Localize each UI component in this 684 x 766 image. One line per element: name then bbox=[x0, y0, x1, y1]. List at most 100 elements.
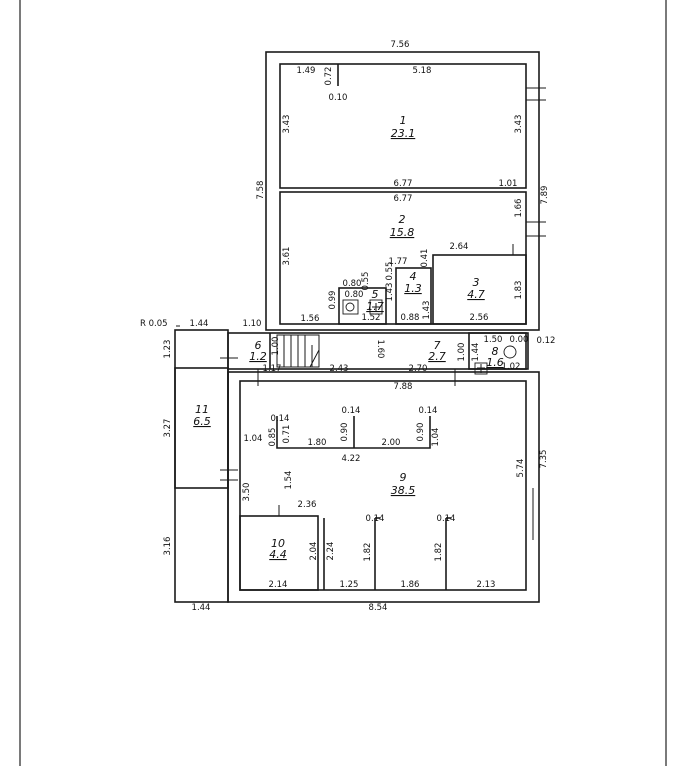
room-5-number: 5 bbox=[372, 288, 379, 301]
dim-label: 1.44 bbox=[190, 319, 209, 329]
dim-label: 0.80 bbox=[343, 279, 362, 289]
dim-left-height: 7.58 bbox=[256, 181, 266, 200]
lower-block bbox=[174, 325, 540, 603]
room-8-number: 8 bbox=[492, 345, 499, 358]
dim-label: 4.22 bbox=[342, 454, 361, 464]
dim-label: 0.90 bbox=[340, 423, 350, 442]
dim-label: 1.43 bbox=[385, 283, 395, 302]
room-11-inner bbox=[174, 367, 229, 489]
dim-label: 0.14 bbox=[342, 406, 361, 416]
dim-label: 0.71 bbox=[282, 425, 292, 444]
dim-label: 3.16 bbox=[163, 537, 173, 556]
dim-label: 0.14 bbox=[437, 514, 456, 524]
dim-label: 1.66 bbox=[514, 199, 524, 218]
room-9-area: 38.5 bbox=[391, 484, 416, 497]
dim-label: 6.77 bbox=[394, 194, 413, 204]
dim-label: 6.77 bbox=[394, 179, 413, 189]
dim-label: 0.14 bbox=[366, 514, 385, 524]
room-3-outline bbox=[432, 254, 527, 325]
dim-label: 2.24 bbox=[326, 542, 336, 561]
upper-block bbox=[265, 51, 546, 331]
dim-label: 0.14 bbox=[419, 406, 438, 416]
dim-label: 0.55 bbox=[385, 262, 395, 281]
dim-label: 1.49 bbox=[297, 66, 316, 76]
room-labels: 1 23.1 2 15.8 3 4.7 4 1.3 5 1.7 6 1.2 7 … bbox=[193, 114, 504, 561]
room-6-number: 6 bbox=[255, 339, 262, 352]
toilet-bowl-5 bbox=[345, 302, 355, 312]
dim-label: 1.43 bbox=[422, 301, 432, 320]
toilet-fixture-5 bbox=[342, 299, 359, 315]
dim-label: 2.36 bbox=[298, 500, 317, 510]
room-8-area: 1.6 bbox=[486, 356, 504, 369]
dim-label: 5.74 bbox=[516, 459, 526, 478]
dim-label: 0.41 bbox=[420, 249, 430, 268]
dim-label: 1.00 bbox=[457, 343, 467, 362]
room-5-area: 1.7 bbox=[366, 300, 384, 313]
dim-label: 2.70 bbox=[409, 364, 428, 374]
dim-label: 1.17 bbox=[263, 364, 282, 374]
dim-label: 1.23 bbox=[163, 340, 173, 359]
room-3-number: 3 bbox=[473, 276, 480, 289]
dim-label: 1.52 bbox=[362, 313, 381, 323]
dim-label: 0.14 bbox=[271, 414, 290, 424]
room-1-area: 23.1 bbox=[391, 127, 416, 140]
room-9-number: 9 bbox=[400, 471, 407, 484]
dim-label: 0.90 bbox=[416, 423, 426, 442]
room-7-number: 7 bbox=[434, 339, 441, 352]
dim-label: 0.85 bbox=[268, 428, 278, 447]
room-3-area: 4.7 bbox=[467, 288, 485, 301]
upper-outer-wall bbox=[265, 51, 540, 331]
dim-label: 1.77 bbox=[389, 257, 408, 267]
dim-label: 3.43 bbox=[514, 115, 524, 134]
dimension-labels: 7.56 1.49 0.72 0.10 5.18 3.43 3.43 6.77 … bbox=[140, 40, 555, 613]
dim-right-lower-height: 7.35 bbox=[539, 450, 549, 469]
dim-label: 1.82 bbox=[363, 543, 373, 562]
dim-label: 3.43 bbox=[282, 115, 292, 134]
dim-top-width: 7.56 bbox=[391, 40, 410, 50]
dim-label: 1.01 bbox=[499, 179, 518, 189]
room-11-outline bbox=[174, 329, 229, 603]
dim-label: 2.43 bbox=[330, 364, 349, 374]
dim-label: 0.72 bbox=[324, 67, 334, 86]
room-11-area: 6.5 bbox=[193, 415, 211, 428]
dim-label: 0.55 bbox=[361, 272, 371, 291]
room-2-number: 2 bbox=[399, 213, 406, 226]
sink-fixture-8 bbox=[474, 362, 488, 375]
dim-label: 3.61 bbox=[282, 247, 292, 266]
dim-label: 1.82 bbox=[434, 543, 444, 562]
dim-label: 1.25 bbox=[340, 580, 359, 590]
dim-label: 1.44 bbox=[471, 343, 481, 362]
dim-label: 5.18 bbox=[413, 66, 432, 76]
dim-label: 0.88 bbox=[401, 313, 420, 323]
room-7-area: 2.7 bbox=[428, 350, 446, 363]
stairs-arrow bbox=[309, 335, 320, 368]
dim-label: 2.64 bbox=[450, 242, 469, 252]
dim-right-height: 7.89 bbox=[540, 186, 550, 205]
room-4-number: 4 bbox=[410, 270, 417, 283]
dim-label: 0.00 bbox=[510, 335, 529, 345]
room-11-number: 11 bbox=[195, 403, 209, 416]
room-2-area: 15.8 bbox=[390, 226, 415, 239]
dim-label: 1.54 bbox=[284, 471, 294, 490]
dim-label: 0.10 bbox=[329, 93, 348, 103]
dim-label: 1.50 bbox=[484, 335, 503, 345]
room-6-area: 1.2 bbox=[249, 350, 267, 363]
dim-label: 1.56 bbox=[301, 314, 320, 324]
room-10-area: 4.4 bbox=[269, 548, 287, 561]
room-4-area: 1.3 bbox=[404, 282, 422, 295]
dim-label: 2.00 bbox=[382, 438, 401, 448]
dim-label: 1.60 bbox=[375, 340, 385, 359]
dim-label: 0.99 bbox=[328, 291, 338, 310]
room-9-outline bbox=[239, 380, 527, 591]
sink-fixture-5 bbox=[369, 299, 383, 315]
toilet-bowl-8 bbox=[503, 345, 517, 359]
room-1-outline bbox=[279, 63, 527, 189]
dim-bottom-width: 8.54 bbox=[369, 603, 388, 613]
dim-label: 1.80 bbox=[308, 438, 327, 448]
dim-label: 1.02 bbox=[502, 362, 521, 372]
lower-outer-wall bbox=[227, 371, 540, 603]
dim-bottom-left: 1.44 bbox=[192, 603, 211, 613]
dim-label: 3.50 bbox=[242, 483, 252, 502]
